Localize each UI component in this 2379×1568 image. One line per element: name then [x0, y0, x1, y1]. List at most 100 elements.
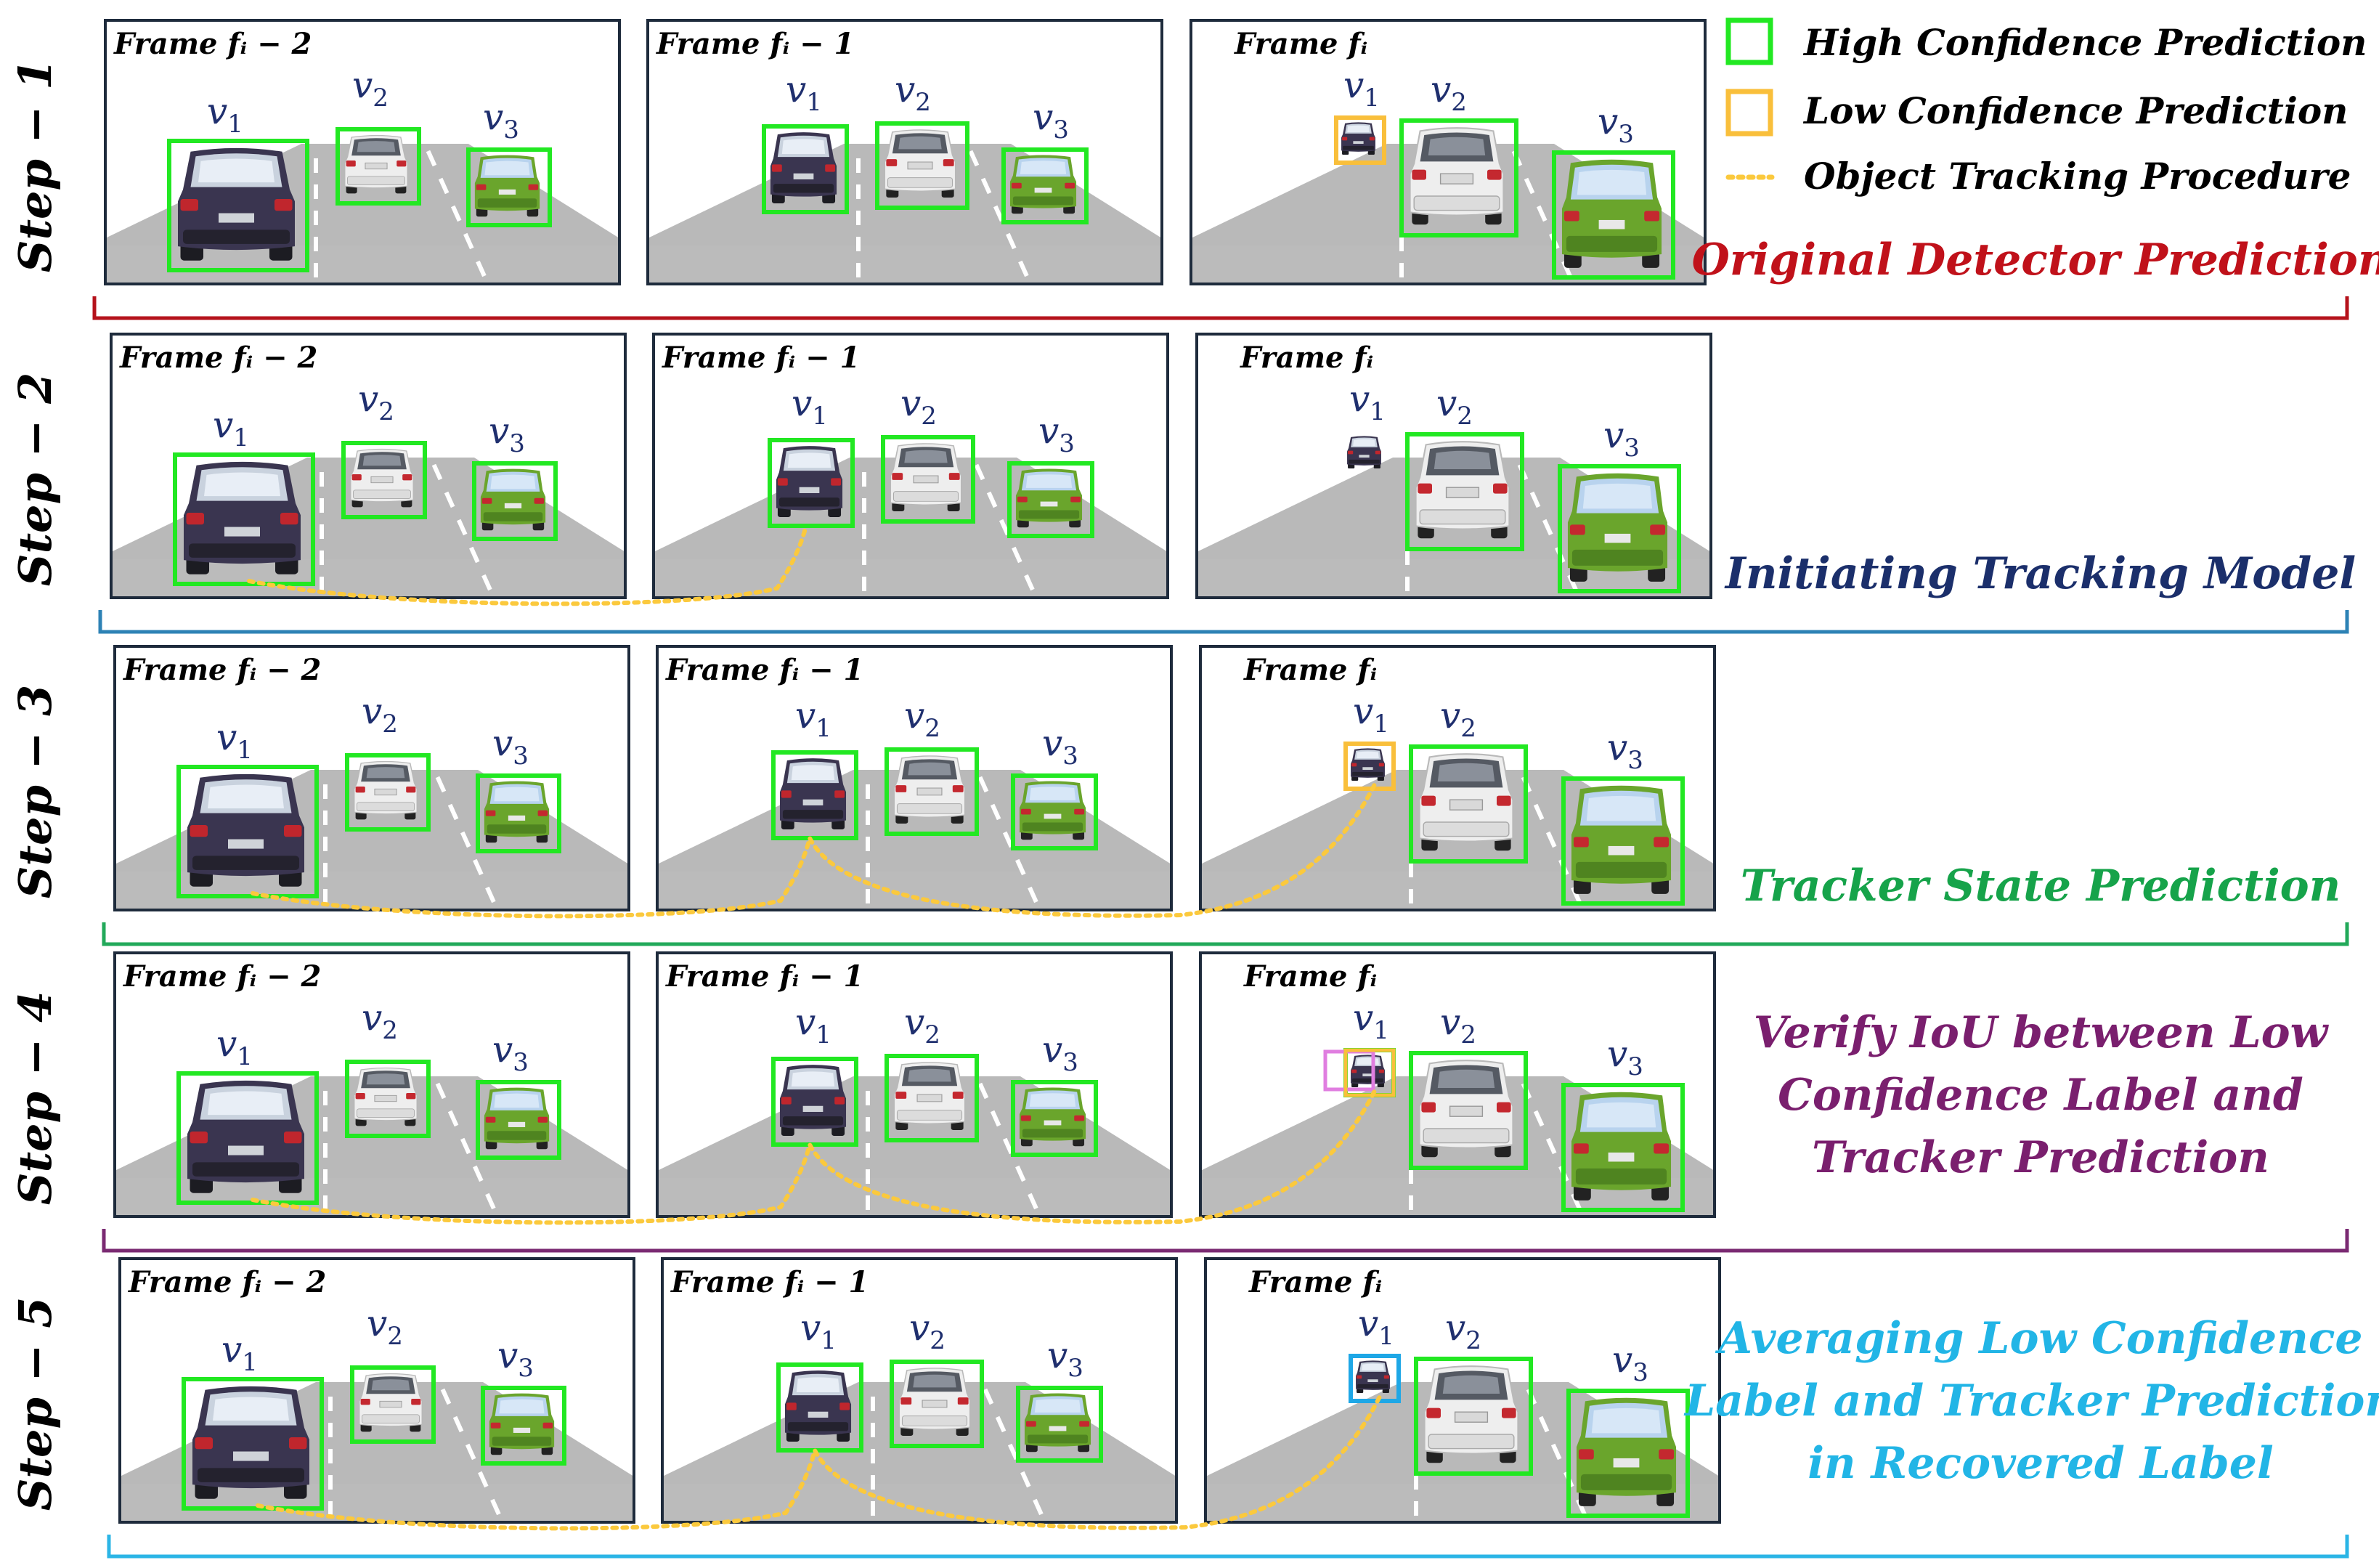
vehicle-1 [187, 773, 304, 887]
vehicle-label: v2 [1431, 68, 1467, 117]
vehicle-label: v1 [1353, 996, 1389, 1045]
vehicle-label-subscript: 2 [1457, 402, 1473, 431]
frame-title: Frame fᵢ − 1 [665, 653, 863, 687]
vehicle-label-letter: v [795, 1001, 816, 1043]
lane-dash [977, 776, 989, 793]
vehicle-3 [1561, 159, 1662, 268]
vehicle-2 [354, 760, 418, 821]
vehicle-1 [779, 758, 847, 829]
vehicle-1 [1351, 1055, 1385, 1088]
bbox-v3 [1001, 147, 1089, 224]
vehicle-1 [784, 1370, 852, 1442]
vehicle-label-subscript: 2 [1460, 714, 1476, 743]
lane-dash [490, 1498, 501, 1516]
step-bracket [102, 1229, 2349, 1253]
lane-dash [447, 803, 459, 821]
bbox-v1 [173, 452, 315, 586]
vehicle-label: v1 [1343, 64, 1380, 113]
vehicle-label-letter: v [895, 68, 915, 110]
vehicle-label-letter: v [1445, 1307, 1465, 1349]
vehicle-label: v3 [492, 1028, 529, 1077]
vehicle-1 [192, 1386, 309, 1499]
vehicle-label-letter: v [492, 722, 513, 764]
vehicle-label-subscript: 2 [921, 402, 937, 431]
vehicle-label-subscript: 3 [1627, 746, 1643, 775]
tracking-path [247, 524, 808, 606]
vehicle-3 [484, 781, 550, 843]
vehicle-1 [1356, 1360, 1390, 1394]
lane-dash [977, 1082, 989, 1100]
vehicle-label: v2 [1440, 694, 1476, 743]
vehicle-1 [1347, 436, 1381, 469]
legend-low-swatch [1725, 89, 1773, 137]
vehicle-label-letter: v [1612, 1339, 1632, 1381]
vehicle-label-letter: v [900, 382, 921, 424]
vehicle-label: v1 [216, 716, 253, 765]
lane-dash [456, 519, 468, 536]
vehicle-label-letter: v [492, 1028, 513, 1071]
vehicle-3 [480, 468, 546, 531]
vehicle-label: v3 [492, 722, 529, 771]
vehicle-label-subscript: 1 [806, 88, 822, 117]
frame-border [1204, 1257, 1721, 1524]
lane-dash [1002, 831, 1014, 848]
lane-dash [1028, 886, 1038, 903]
vehicle-label: v2 [904, 694, 940, 743]
vehicle-label: v2 [909, 1307, 946, 1355]
vehicle-1 [770, 132, 837, 203]
bbox-v3 [472, 461, 558, 541]
road-shade [120, 1484, 634, 1522]
bbox-v3 [476, 1080, 561, 1160]
vehicle-label-subscript: 1 [1378, 1322, 1394, 1351]
vehicle-label-subscript: 3 [1632, 1358, 1648, 1387]
frame-title: Frame fᵢ [1243, 959, 1377, 994]
vehicle-label: v3 [1598, 100, 1634, 149]
frame-title: Frame fᵢ [1240, 341, 1373, 375]
vehicle-label-letter: v [1431, 68, 1451, 110]
lane-dash [1020, 1471, 1031, 1488]
step-caption: Original Detector Prediction [1692, 235, 2379, 285]
lane-dash [435, 776, 447, 793]
frame-title: Frame fᵢ [1234, 27, 1367, 61]
legend-low-label: Low Confidence Prediction [1802, 89, 2348, 132]
frame-title: Frame fᵢ − 2 [123, 653, 321, 687]
bbox-v3 [1558, 464, 1681, 593]
vehicle-2 [898, 1368, 971, 1437]
vehicle-label-letter: v [1440, 694, 1460, 736]
vehicle-label: v1 [800, 1307, 837, 1355]
vehicle-label-letter: v [1598, 100, 1618, 142]
lane-dash [465, 1443, 476, 1461]
vehicle-2 [359, 1373, 423, 1433]
vehicle-label-letter: v [216, 1023, 237, 1065]
vehicle-3 [1019, 1087, 1086, 1147]
vehicle-label: v1 [213, 404, 249, 452]
vehicle-3 [484, 1087, 550, 1150]
lane-dash [444, 491, 455, 508]
lane-dash [995, 1415, 1006, 1433]
lane-dash [1524, 177, 1535, 195]
vehicle-label: v3 [1038, 410, 1075, 458]
lane-dash [476, 260, 487, 277]
lane-dash [1018, 260, 1029, 277]
vehicle-label-subscript: 3 [1624, 434, 1640, 463]
frame-border [661, 1257, 1178, 1524]
bbox-v2 [884, 1054, 979, 1142]
lane-dash [447, 1110, 459, 1127]
lane-dash [1545, 1137, 1557, 1155]
vehicle-label-letter: v [221, 1328, 242, 1370]
vehicle-label: v2 [1440, 1001, 1476, 1049]
frame-border [1199, 951, 1716, 1218]
vehicle-label: v2 [352, 64, 389, 113]
vehicle-2 [1415, 441, 1510, 540]
vehicle-label-subscript: 3 [513, 742, 529, 771]
vehicle-label: v2 [367, 1302, 403, 1351]
bbox-v3 [1011, 1080, 1098, 1157]
vehicle-label-subscript: 1 [812, 402, 828, 431]
vehicle-3 [1567, 473, 1668, 582]
lane-dash [1538, 1415, 1550, 1433]
vehicle-label-letter: v [909, 1307, 930, 1349]
vehicle-2 [884, 129, 956, 198]
lane-dash [431, 463, 443, 481]
